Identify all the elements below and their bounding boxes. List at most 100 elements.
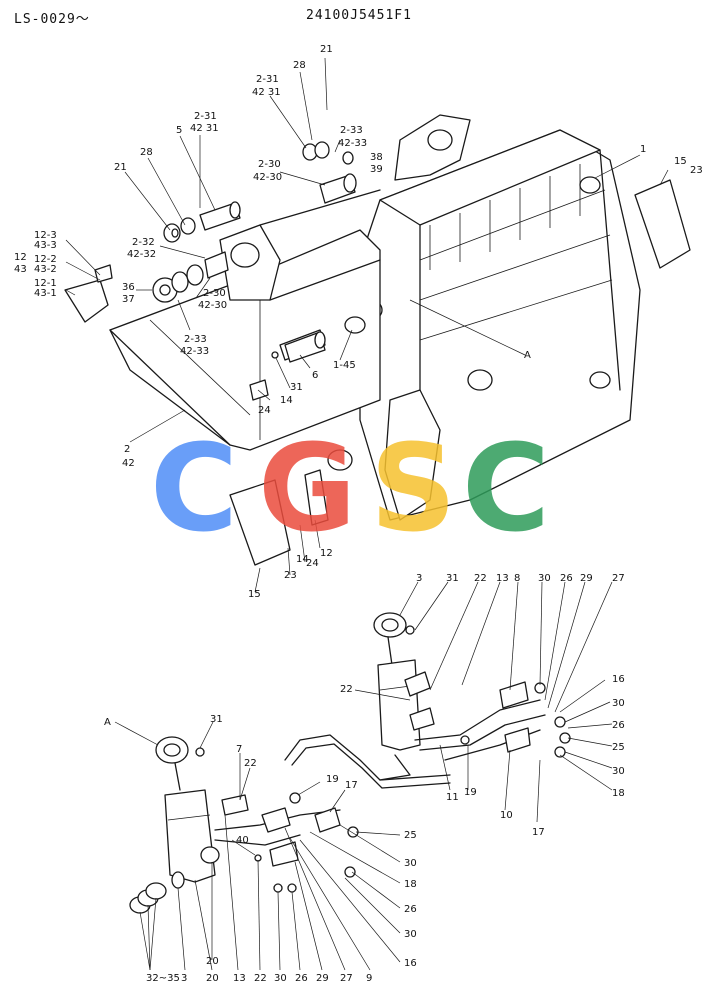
callout-24-lower: 24 bbox=[306, 558, 319, 569]
callout-20-upper: 20 bbox=[206, 956, 219, 967]
cover-plates-drawing bbox=[229, 179, 691, 566]
callout-28: 28 bbox=[293, 60, 306, 71]
callout-16-left: 16 bbox=[404, 958, 417, 969]
callout-14: 14 bbox=[280, 395, 293, 406]
callout-24: 24 bbox=[258, 405, 271, 416]
callout-18: 18 bbox=[612, 788, 625, 799]
callout-2-33: 2-33 bbox=[340, 125, 363, 136]
callout-19: 19 bbox=[464, 787, 477, 798]
arm-bracket-drawing bbox=[109, 189, 381, 451]
callout-42-32: 42-32 bbox=[127, 249, 156, 260]
callout-15-lower: 15 bbox=[248, 589, 261, 600]
callout-31-left-cyl: 31 bbox=[210, 714, 223, 725]
callout-12-lower: 12 bbox=[320, 548, 333, 559]
watermark-letter-c: C bbox=[150, 420, 239, 559]
pins-washers-upper bbox=[64, 141, 357, 401]
callout-39: 39 bbox=[370, 164, 383, 175]
callout-13: 13 bbox=[496, 573, 509, 584]
callout-31-lower: 31 bbox=[446, 573, 459, 584]
callout-3: 3 bbox=[416, 573, 422, 584]
callout-28-left: 28 bbox=[140, 147, 153, 158]
callout-21: 21 bbox=[320, 44, 333, 55]
callout-8: 8 bbox=[514, 573, 520, 584]
callout-30: 30 bbox=[538, 573, 551, 584]
callout-42-30: 42-30 bbox=[253, 172, 282, 183]
leader-lines bbox=[65, 57, 669, 971]
callout-22-left: 22 bbox=[244, 758, 257, 769]
callout-5: 5 bbox=[176, 125, 182, 136]
callout-42: 42 bbox=[122, 458, 135, 469]
callout-2-31-left: 2-31 bbox=[194, 111, 217, 122]
callout-26-b: 26 bbox=[612, 720, 625, 731]
callout-29: 29 bbox=[580, 573, 593, 584]
callout-25: 25 bbox=[612, 742, 625, 753]
callout-36: 36 bbox=[122, 282, 135, 293]
callout-26-bottom: 26 bbox=[295, 973, 308, 984]
callout-30-e: 30 bbox=[404, 929, 417, 940]
callout-17-left: 17 bbox=[345, 780, 358, 791]
callout-6: 6 bbox=[312, 370, 318, 381]
callout-12-3: 12-3 bbox=[34, 230, 57, 241]
callout-17: 17 bbox=[532, 827, 545, 838]
callout-30-c: 30 bbox=[612, 766, 625, 777]
lower-callouts: 3 31 22 13 8 30 26 29 27 22 16 30 26 25 … bbox=[104, 573, 625, 984]
callout-23: 23 bbox=[690, 165, 703, 176]
callout-30-b: 30 bbox=[612, 698, 625, 709]
callout-32-35: 32~35 bbox=[146, 973, 180, 984]
valve-fittings-drawing bbox=[195, 625, 571, 893]
left-cylinder-drawing bbox=[129, 736, 341, 914]
callout-23-lower: 23 bbox=[284, 570, 297, 581]
callout-43-1: 43-1 bbox=[34, 288, 57, 299]
callout-43-2: 43-2 bbox=[34, 264, 57, 275]
callout-25-left: 25 bbox=[404, 830, 417, 841]
callout-A-upper: A bbox=[524, 350, 531, 361]
callout-12-2: 12-2 bbox=[34, 254, 57, 265]
callout-7: 7 bbox=[236, 744, 242, 755]
callout-19-left: 19 bbox=[326, 774, 339, 785]
callout-1: 1 bbox=[640, 144, 646, 155]
callout-21-left: 21 bbox=[114, 162, 127, 173]
callout-A-lower: A bbox=[104, 717, 111, 728]
callout-31: 31 bbox=[290, 382, 303, 393]
callout-2: 2 bbox=[124, 444, 130, 455]
drawing-number: 24100J5451F1 bbox=[306, 8, 412, 23]
callout-11: 11 bbox=[446, 792, 459, 803]
upper-callouts: 21 28 2-31 42 31 2-33 42-33 38 39 2-30 4… bbox=[14, 44, 703, 600]
callout-43-3: 43-3 bbox=[34, 240, 57, 251]
callout-20: 20 bbox=[206, 973, 219, 984]
callout-22-right: 22 bbox=[340, 684, 353, 695]
callout-22: 22 bbox=[474, 573, 487, 584]
callout-43: 43 bbox=[14, 264, 27, 275]
callout-14-lower: 14 bbox=[296, 554, 309, 565]
callout-27-bottom: 27 bbox=[340, 973, 353, 984]
callout-3-left: 3 bbox=[181, 973, 187, 984]
callout-1-45: 1-45 bbox=[333, 360, 356, 371]
watermark-letter-s: S bbox=[370, 420, 457, 559]
callout-2-30-left: 2-30 bbox=[203, 288, 226, 299]
callout-42-33: 42-33 bbox=[338, 138, 367, 149]
callout-42-31: 42 31 bbox=[252, 87, 281, 98]
callout-37: 37 bbox=[122, 294, 135, 305]
callout-42-31-left: 42 31 bbox=[190, 123, 219, 134]
callout-15: 15 bbox=[674, 156, 687, 167]
callout-29-bottom: 29 bbox=[316, 973, 329, 984]
callout-26: 26 bbox=[560, 573, 573, 584]
main-frame-drawing bbox=[357, 114, 641, 521]
callout-9: 9 bbox=[366, 973, 372, 984]
callout-2-32: 2-32 bbox=[132, 237, 155, 248]
callout-12-1: 12-1 bbox=[34, 278, 57, 289]
callout-18-left: 18 bbox=[404, 879, 417, 890]
callout-2-33-left: 2-33 bbox=[184, 334, 207, 345]
callout-40: 40 bbox=[236, 835, 249, 846]
model-range-label: LS-0029～ bbox=[14, 12, 90, 27]
callout-10: 10 bbox=[500, 810, 513, 821]
callout-26-c: 26 bbox=[404, 904, 417, 915]
callout-38: 38 bbox=[370, 152, 383, 163]
callout-30-bottom: 30 bbox=[274, 973, 287, 984]
callout-30-d: 30 bbox=[404, 858, 417, 869]
callout-22-bottom: 22 bbox=[254, 973, 267, 984]
watermark-letter-c2: C bbox=[462, 420, 551, 559]
callout-12: 12 bbox=[14, 252, 27, 263]
callout-13-left: 13 bbox=[233, 973, 246, 984]
